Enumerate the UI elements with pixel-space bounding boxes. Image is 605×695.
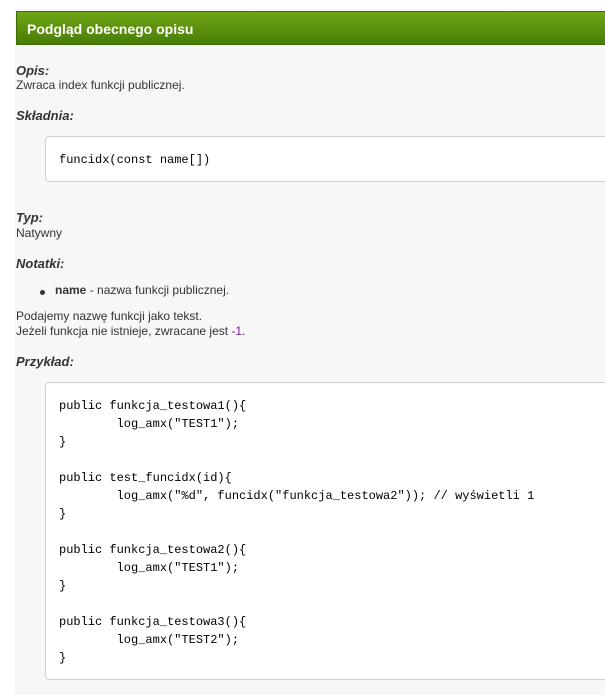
typ-label: Typ: xyxy=(16,210,43,225)
param-description: - nazwa funkcji publicznej. xyxy=(86,283,230,297)
notes-line-2-text: Jeżeli funkcja nie istnieje, zwracane je… xyxy=(16,324,232,338)
skladnia-label: Składnia: xyxy=(16,108,74,123)
notes-line-1: Podajemy nazwę funkcji jako tekst. xyxy=(16,309,203,323)
opis-text: Zwraca index funkcji publicznej. xyxy=(16,78,185,92)
typ-text: Natywny xyxy=(16,226,63,240)
param-name: name xyxy=(55,283,87,297)
panel-header: Podgląd obecnego opisu xyxy=(16,11,605,45)
syntax-code-box: funcidx(const name[]) xyxy=(45,136,605,182)
notes-list-item: name - nazwa funkcji publicznej. xyxy=(55,283,229,297)
example-code-box: public funkcja_testowa1(){ log_amx("TEST… xyxy=(45,382,605,680)
panel-title: Podgląd obecnego opisu xyxy=(27,21,194,37)
syntax-code: funcidx(const name[]) xyxy=(59,153,211,167)
bullet-icon xyxy=(40,290,45,295)
opis-label: Opis: xyxy=(16,63,50,78)
notes-line-2: Jeżeli funkcja nie istnieje, zwracane je… xyxy=(16,324,245,338)
notes-line-2-end: . xyxy=(242,324,246,338)
example-code: public funkcja_testowa1(){ log_amx("TEST… xyxy=(59,399,535,665)
notatki-label: Notatki: xyxy=(16,256,65,271)
przyklad-label: Przykład: xyxy=(16,354,74,369)
return-value: -1 xyxy=(231,324,243,338)
